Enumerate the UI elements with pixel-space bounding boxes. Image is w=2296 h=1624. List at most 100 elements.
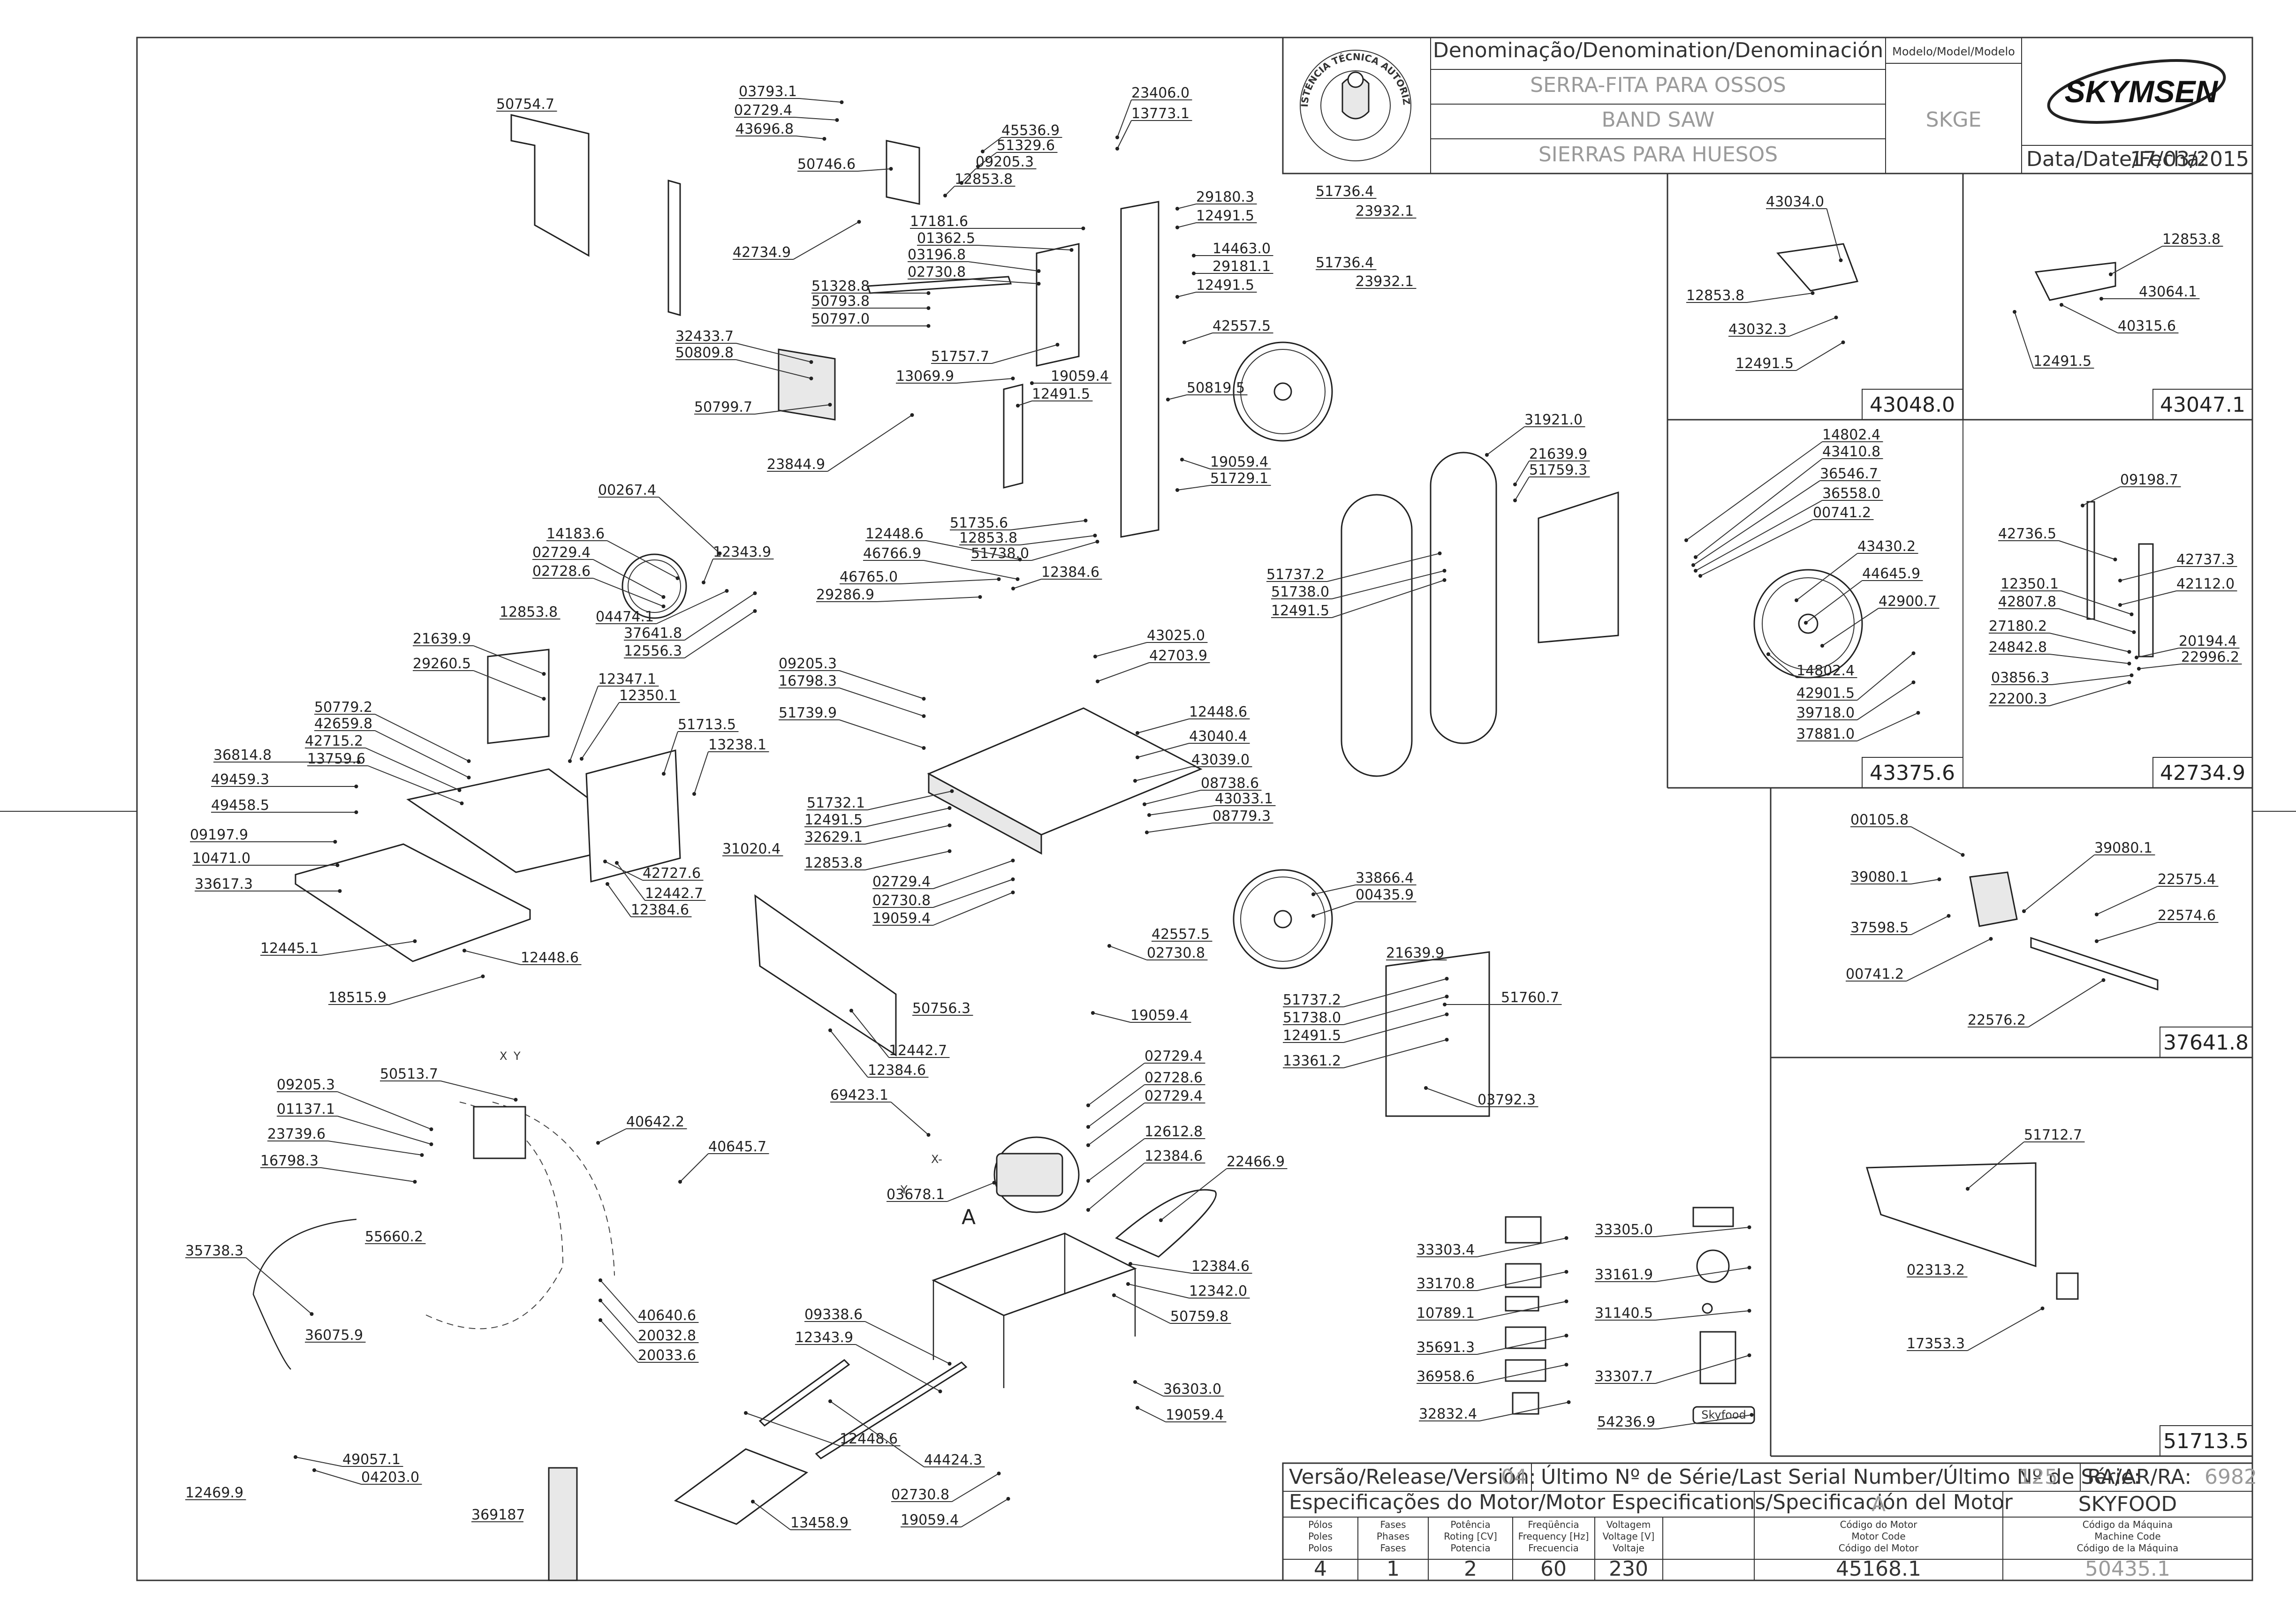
motor-spec-headers: Pólos Poles Polos Fases Phases Fases Pot… <box>1308 1519 2178 1554</box>
product-name-es: SIERRAS PARA HUESOS <box>1538 143 1778 166</box>
leader-dot <box>960 181 963 185</box>
leader-line <box>858 168 891 172</box>
leader-line <box>1911 915 1949 935</box>
part-number-label: 12491.5 <box>1271 603 1329 619</box>
leader-dot <box>1037 269 1041 273</box>
leader-dot <box>1115 136 1119 139</box>
part-number-label: 02729.4 <box>1144 1088 1203 1104</box>
leader-dot <box>997 1472 1001 1475</box>
part-number-label: 22200.3 <box>1989 691 2047 707</box>
leader-line <box>2061 304 2118 333</box>
part-number-label: 33866.4 <box>1356 870 1414 886</box>
leader-line <box>1167 394 1187 400</box>
leader-line <box>1700 519 1813 576</box>
assembly-code: 51713.5 <box>2163 1429 2249 1453</box>
leader-line <box>1695 458 1823 558</box>
leader-line <box>1182 459 1211 469</box>
leader-line <box>1655 1355 1750 1384</box>
leader-line <box>1477 1301 1567 1321</box>
part-number-label: 01362.5 <box>917 230 975 247</box>
leader-line <box>1479 1402 1569 1421</box>
part-number-label: 33617.3 <box>195 876 253 892</box>
part-number-label: 51713.5 <box>678 717 736 733</box>
leader-line <box>616 862 645 901</box>
leader-dot <box>338 889 342 893</box>
leader-dot <box>889 167 893 171</box>
leader-line <box>1425 1088 1478 1107</box>
part-number-label: 12384.6 <box>631 902 689 918</box>
leader-dot <box>542 672 546 676</box>
leader-dot <box>1513 483 1517 486</box>
leader-line <box>1747 293 1813 303</box>
leader-line <box>600 1300 638 1343</box>
part-number-label: 51329.6 <box>997 137 1055 154</box>
leader-line <box>752 1501 791 1530</box>
leader-dot <box>849 1009 853 1012</box>
part-number-label: 17181.6 <box>910 213 968 230</box>
part-number-label: 33307.7 <box>1595 1368 1653 1385</box>
leader-line <box>605 861 643 881</box>
leader-dot <box>1159 1218 1163 1222</box>
part-number-label: 40640.6 <box>638 1307 696 1324</box>
leader-dot <box>950 789 954 793</box>
leader-line <box>1655 1267 1750 1282</box>
part-number-label: 35691.3 <box>1417 1339 1475 1356</box>
part-number-label: 55660.2 <box>365 1229 423 1245</box>
leader-line <box>1031 541 1098 561</box>
leader-dot <box>2013 310 2016 314</box>
date-label: Data/Date/Fecha: <box>2026 147 2206 171</box>
leader-line <box>2028 980 2104 1027</box>
leader-line <box>1911 879 1940 884</box>
leader-dot <box>1513 499 1517 502</box>
part-labels-main: 50754.703793.102729.443696.850746.645536… <box>185 83 1754 1531</box>
part-number-label: 02730.8 <box>872 892 931 909</box>
assembly-code: 37641.8 <box>2163 1031 2249 1055</box>
leader-dot <box>2118 579 2122 582</box>
leader-dot <box>822 137 826 141</box>
part-number-label: 29181.1 <box>1212 258 1271 275</box>
assembly-code-boxes: 43048.0 43047.1 43375.6 42734.9 37641.8 … <box>1862 389 2253 1457</box>
leader-line <box>2023 854 2095 912</box>
leader-dot <box>1443 1003 1447 1006</box>
leader-line <box>2136 648 2179 658</box>
part-number-label: 02728.6 <box>1144 1070 1203 1086</box>
leader-line <box>2120 590 2177 605</box>
part-number-label: 19059.4 <box>1130 1007 1189 1024</box>
version-value: 04 <box>1501 1465 1527 1489</box>
leader-dot <box>2101 978 2106 982</box>
part-number-label: 08738.6 <box>1201 775 1259 792</box>
leader-dot <box>2060 303 2063 307</box>
product-name-en: BAND SAW <box>1601 108 1714 132</box>
leader-line <box>2138 664 2182 669</box>
leader-line <box>1695 500 1823 571</box>
part-number-label: 50819.5 <box>1187 380 1245 396</box>
model-header: Modelo/Model/Modelo <box>1892 45 2015 58</box>
leader-line <box>1184 332 1213 343</box>
part-number-label: 40645.7 <box>708 1139 766 1155</box>
svg-text:Voltaje: Voltaje <box>1613 1542 1644 1554</box>
leader-dot <box>753 609 757 613</box>
leader-line <box>1088 1063 1145 1106</box>
leader-dot <box>926 1133 931 1137</box>
leader-line <box>1477 1238 1567 1257</box>
leader-line <box>839 719 924 748</box>
leader-dot <box>910 413 914 417</box>
part-number-label: 14802.4 <box>1822 427 1880 443</box>
leader-dot <box>1006 1497 1010 1501</box>
part-number-label: 51736.4 <box>1316 255 1374 271</box>
part-number-label: 42112.0 <box>2176 576 2235 592</box>
svg-text:Phases: Phases <box>1377 1531 1409 1542</box>
part-number-label: 35738.3 <box>185 1243 243 1259</box>
part-number-label: 19059.4 <box>901 1512 959 1528</box>
leader-line <box>961 168 976 183</box>
leader-dot <box>2129 673 2134 677</box>
leader-dot <box>947 806 952 810</box>
leader-dot <box>413 939 417 943</box>
leader-dot <box>1747 1266 1751 1269</box>
part-number-label: 43033.1 <box>1215 791 1273 807</box>
leader-line <box>951 1473 1000 1502</box>
part-number-label: 23932.1 <box>1356 203 1414 219</box>
leader-dot <box>580 757 583 761</box>
part-number-label: 02728.6 <box>532 563 591 580</box>
leader-line <box>1135 766 1192 781</box>
